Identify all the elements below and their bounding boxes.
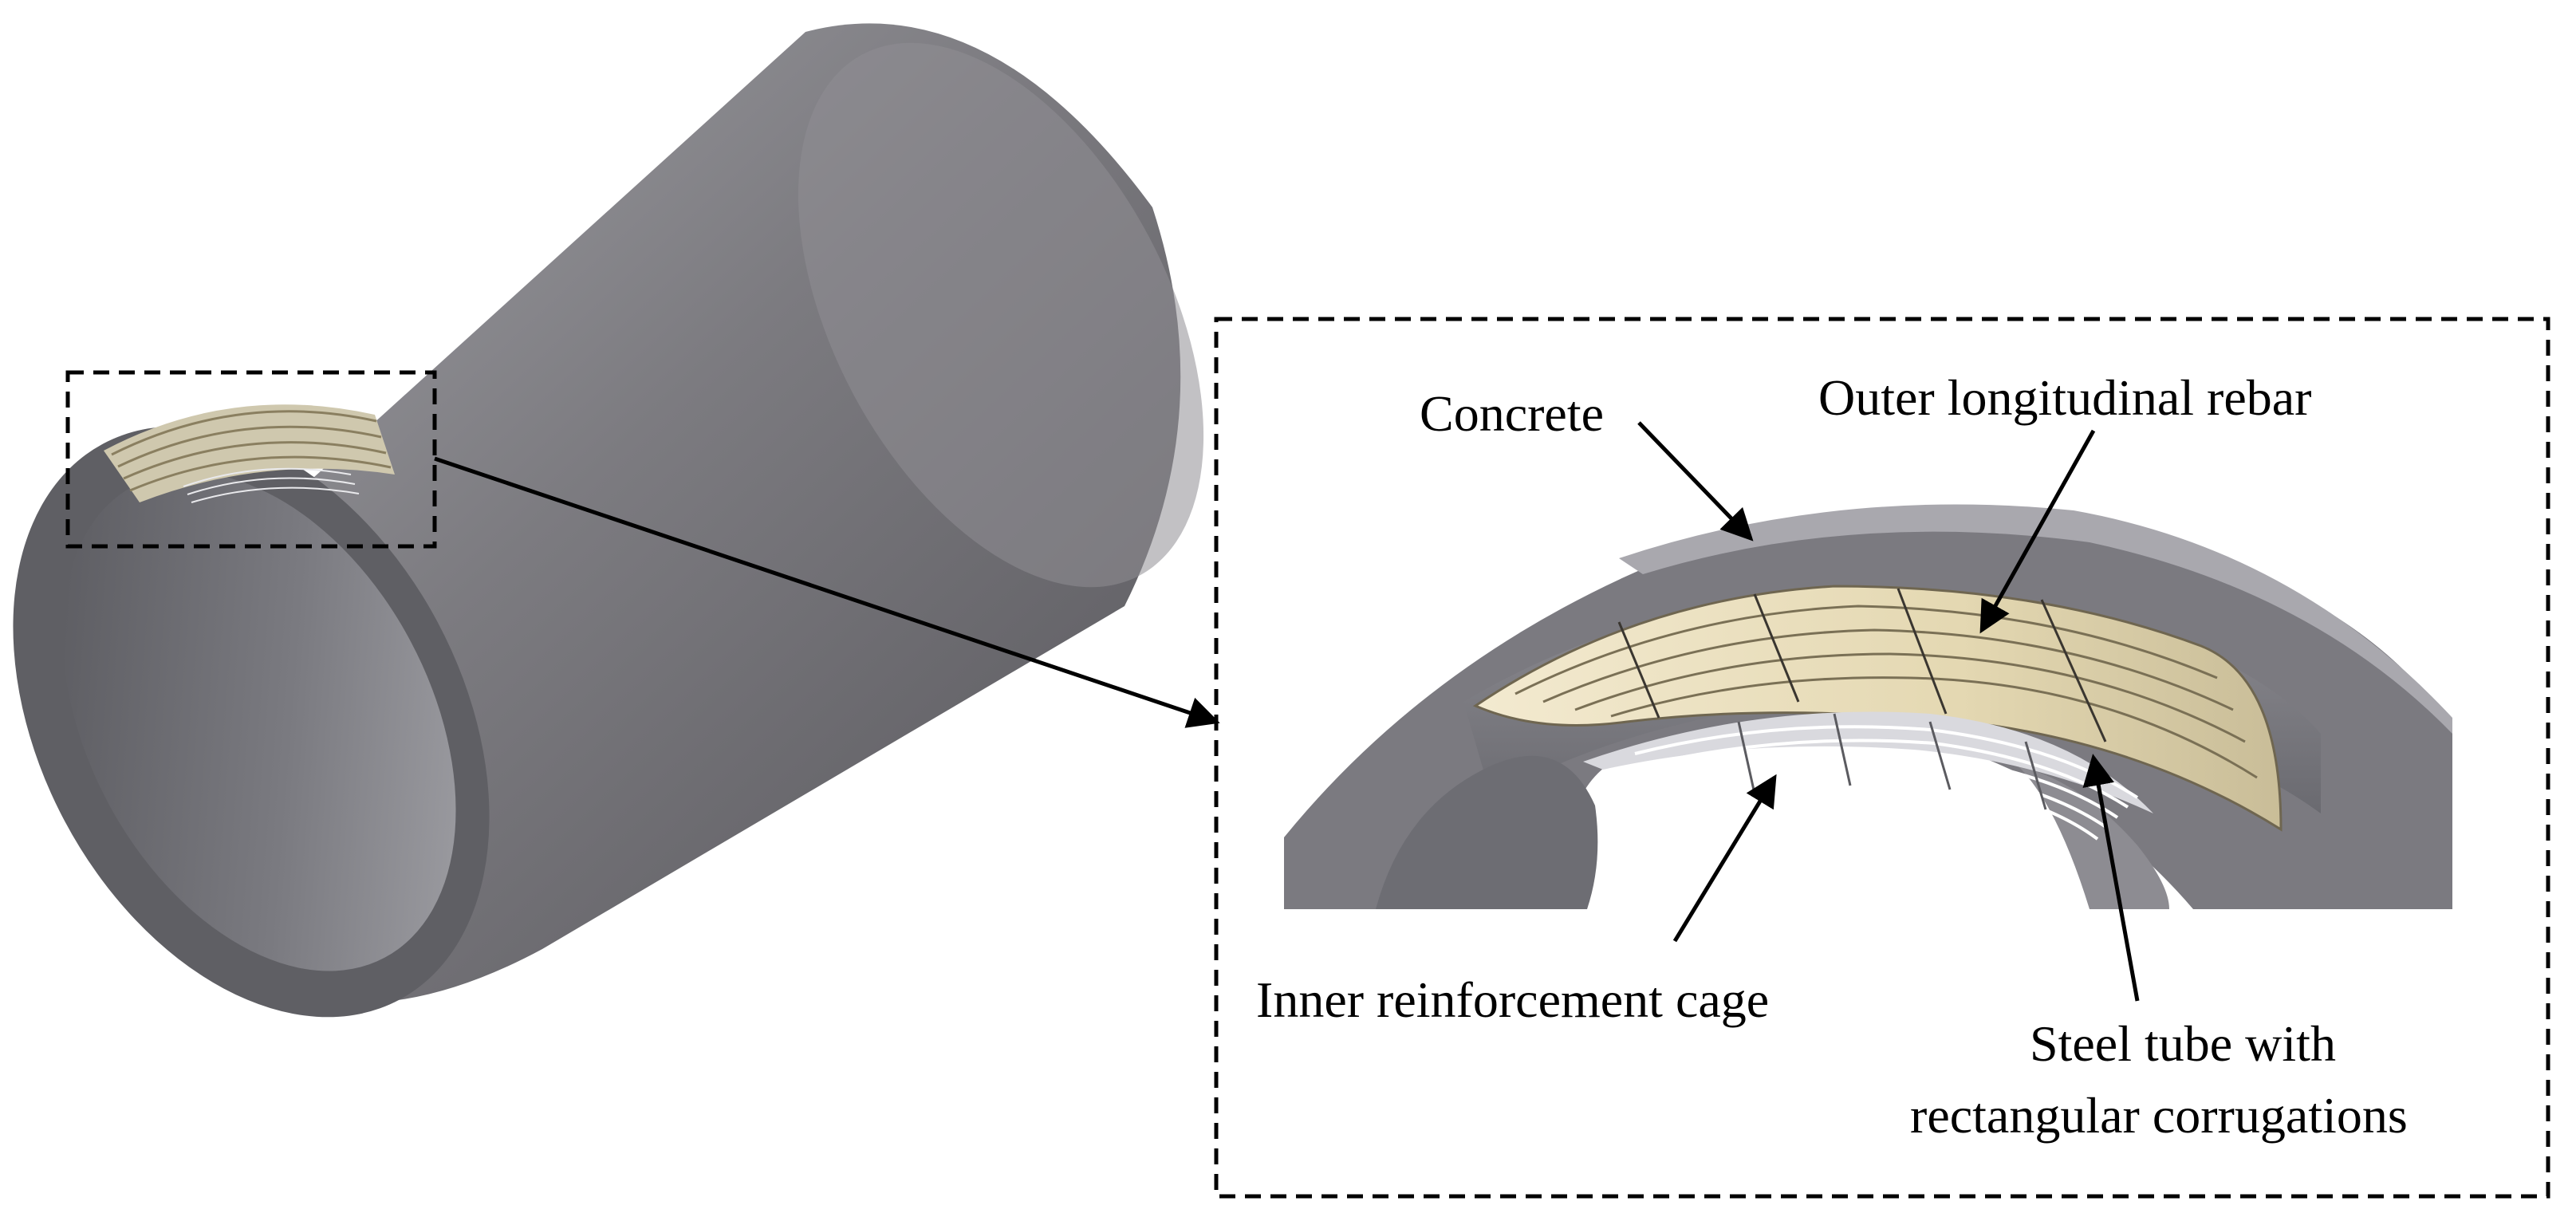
cylinder-bore bbox=[62, 472, 456, 971]
cylinder-cutaway-cage bbox=[183, 467, 360, 503]
label-outer-rebar: Outer longitudinal rebar bbox=[1818, 369, 2311, 634]
detail-source-box bbox=[65, 370, 437, 549]
cylinder-far-end bbox=[798, 42, 1204, 588]
label-concrete-text: Concrete bbox=[1420, 385, 1604, 442]
outer-rebar-band bbox=[1472, 585, 2283, 832]
label-outer-rebar-text: Outer longitudinal rebar bbox=[1818, 369, 2311, 426]
label-concrete-arrow bbox=[1637, 421, 1754, 542]
cylinder-model bbox=[13, 23, 1204, 1018]
label-steel-tube-line2: rectangular corrugations bbox=[1910, 1087, 2408, 1144]
label-steel-tube-line1: Steel tube with bbox=[2030, 1015, 2336, 1072]
label-inner-cage-arrow bbox=[1672, 774, 1777, 943]
label-outer-rebar-arrow bbox=[1979, 429, 2096, 634]
detail-section-view bbox=[1284, 504, 2452, 909]
detail-connector-arrow bbox=[434, 456, 1220, 728]
inner-cage-group bbox=[1583, 711, 2153, 841]
label-inner-cage-text: Inner reinforcement cage bbox=[1256, 971, 1769, 1028]
outer-rebar-group bbox=[1472, 585, 2283, 832]
detail-panel-box bbox=[1214, 317, 2550, 1199]
cylinder-cutaway-rebar bbox=[111, 410, 392, 492]
label-steel-tube-arrow bbox=[2082, 754, 2140, 1002]
label-concrete: Concrete bbox=[1420, 385, 1754, 542]
label-inner-cage: Inner reinforcement cage bbox=[1256, 774, 1777, 1028]
bore-opening bbox=[1376, 755, 1598, 909]
label-steel-tube: Steel tube with rectangular corrugations bbox=[1910, 754, 2408, 1144]
